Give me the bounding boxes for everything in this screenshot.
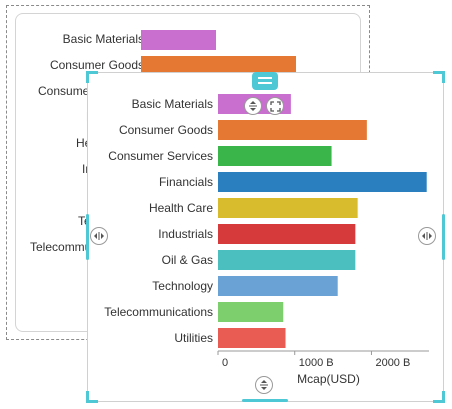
x-axis-title: Mcap(USD) [297,372,360,386]
bar-utilities[interactable] [218,328,286,348]
resize-horizontal-icon [94,232,104,240]
category-label-telecommunications: Telecommunications [104,305,213,319]
bar-consumer-goods[interactable] [218,120,367,140]
drag-handle-icon [258,77,272,84]
bar-oil-gas[interactable] [218,250,356,270]
ghost-bar-consumer-goods [141,56,296,76]
category-label-oil-gas: Oil & Gas [162,253,213,267]
bar-industrials[interactable] [218,224,356,244]
category-label-basic-materials: Basic Materials [132,97,213,111]
expand-button[interactable] [266,97,284,115]
expand-icon [269,100,281,112]
ghost-label-consumer-goods: Consumer Goods [49,58,144,72]
resize-vertical-button-top[interactable] [244,97,262,115]
selection-edge-left[interactable] [86,214,89,260]
category-label-health-care: Health Care [149,201,213,215]
x-tick-label: 2000 B [375,357,410,369]
selection-corner-bottom-left[interactable] [86,391,98,403]
resize-horizontal-icon [422,232,432,240]
selection-edge-bottom[interactable] [242,399,288,402]
ghost-label-telecommu: Telecommu [30,240,92,254]
category-label-financials: Financials [159,175,213,189]
resize-vertical-icon [249,101,257,111]
selection-edge-right[interactable] [442,214,445,260]
ghost-bar-basic-materials [141,30,216,50]
bar-consumer-services[interactable] [218,146,332,166]
bar-technology[interactable] [218,276,338,296]
x-tick-label: 1000 B [299,357,334,369]
ghost-label-basic-materials: Basic Materials [62,32,144,46]
bar-telecommunications[interactable] [218,302,284,322]
selection-corner-bottom-right[interactable] [433,391,445,403]
bar-financials[interactable] [218,172,427,192]
resize-vertical-icon [260,380,268,390]
category-label-industrials: Industrials [158,227,213,241]
x-tick-label: 0 [222,357,228,369]
resize-horizontal-button-left[interactable] [90,227,108,245]
selection-corner-top-left[interactable] [86,71,98,83]
selection-corner-top-right[interactable] [433,71,445,83]
category-label-consumer-services: Consumer Services [108,149,213,163]
category-label-technology: Technology [152,279,213,293]
bar-health-care[interactable] [218,198,358,218]
resize-horizontal-button-right[interactable] [418,227,436,245]
ghost-label-consumer: Consumer [38,84,94,98]
resize-vertical-button-bottom[interactable] [255,376,273,394]
drag-handle[interactable] [252,72,278,90]
category-label-consumer-goods: Consumer Goods [119,123,213,137]
category-label-utilities: Utilities [174,331,213,345]
